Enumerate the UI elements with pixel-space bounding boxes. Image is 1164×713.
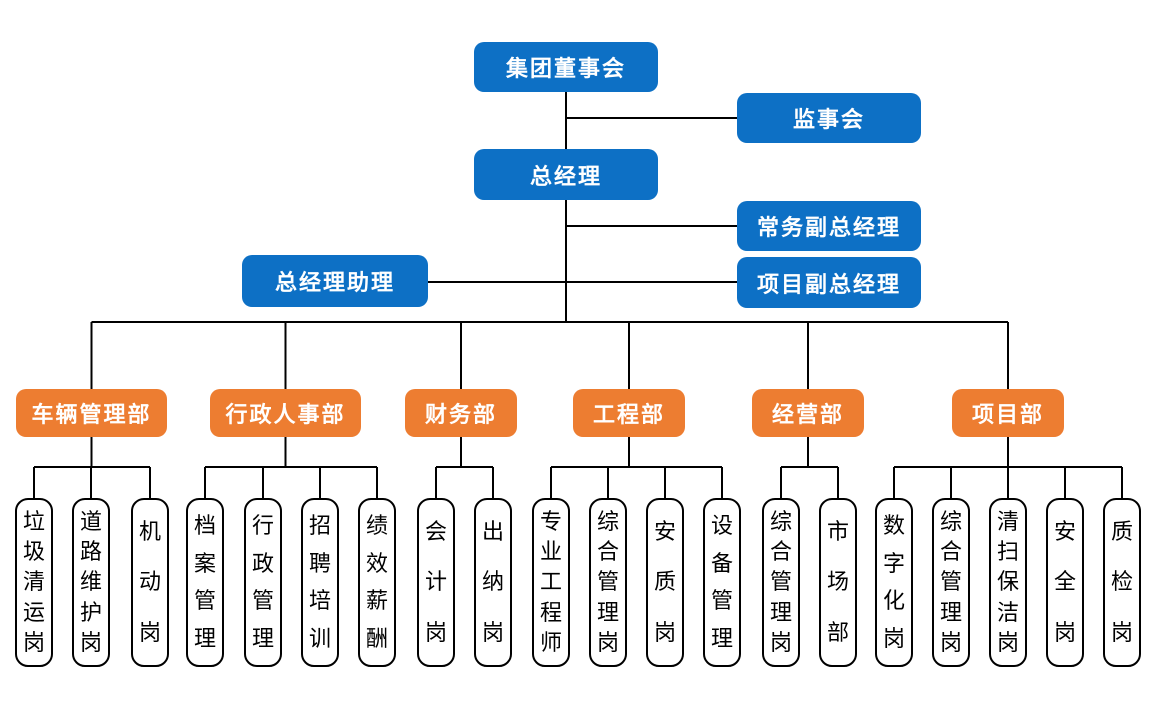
node-project-deputy-gm[interactable]: 项目副总经理 [737, 257, 921, 308]
department-box-finance[interactable]: 财务部 [405, 389, 517, 437]
group-operations-connectors [780, 437, 839, 498]
position-box-quality-inspection[interactable]: 质检岗 [1103, 498, 1141, 667]
position-box-recruit-training[interactable]: 招聘培训 [301, 498, 339, 667]
position-box-equipment-mgmt[interactable]: 设备管理 [703, 498, 741, 667]
node-general-manager[interactable]: 总经理 [474, 149, 658, 200]
group-vehicle-connectors [33, 437, 151, 498]
position-box-garbage-removal[interactable]: 垃圾清运岗 [15, 498, 53, 667]
node-group-board[interactable]: 集团董事会 [474, 42, 658, 92]
department-box-operations[interactable]: 经营部 [752, 389, 864, 437]
department-box-admin-hr[interactable]: 行政人事部 [210, 389, 361, 437]
position-box-admin-mgmt[interactable]: 行政管理 [244, 498, 282, 667]
position-box-digitalization[interactable]: 数字化岗 [875, 498, 913, 667]
position-box-cleaning[interactable]: 清扫保洁岗 [989, 498, 1027, 667]
group-finance-connectors [435, 437, 494, 498]
group-engineering-connectors [550, 437, 723, 498]
node-executive-deputy-gm[interactable]: 常务副总经理 [737, 201, 921, 251]
position-box-general-mgmt-proj[interactable]: 综合管理岗 [932, 498, 970, 667]
node-gm-assistant[interactable]: 总经理助理 [242, 255, 428, 307]
position-box-general-mgmt-eng[interactable]: 综合管理岗 [589, 498, 627, 667]
department-drops [90, 322, 1009, 389]
position-box-general-mgmt-ops[interactable]: 综合管理岗 [762, 498, 800, 667]
node-supervisory-board[interactable]: 监事会 [737, 93, 921, 143]
position-box-professional-engineer[interactable]: 专业工程师 [532, 498, 570, 667]
position-box-performance-pay[interactable]: 绩效薪酬 [358, 498, 396, 667]
group-project-connectors [893, 437, 1123, 498]
department-box-engineering[interactable]: 工程部 [573, 389, 685, 437]
position-box-safety[interactable]: 安全岗 [1046, 498, 1084, 667]
position-box-safety-quality[interactable]: 安质岗 [646, 498, 684, 667]
department-box-project[interactable]: 项目部 [952, 389, 1064, 437]
group-hr-connectors [204, 437, 378, 498]
position-box-market-dept[interactable]: 市场部 [819, 498, 857, 667]
position-box-accounting[interactable]: 会计岗 [417, 498, 455, 667]
position-box-mobile-post[interactable]: 机动岗 [131, 498, 169, 667]
position-box-cashier[interactable]: 出纳岗 [474, 498, 512, 667]
position-box-road-maintenance[interactable]: 道路维护岗 [72, 498, 110, 667]
department-box-vehicle-management[interactable]: 车辆管理部 [16, 389, 167, 437]
position-box-archives-mgmt[interactable]: 档案管理 [186, 498, 224, 667]
